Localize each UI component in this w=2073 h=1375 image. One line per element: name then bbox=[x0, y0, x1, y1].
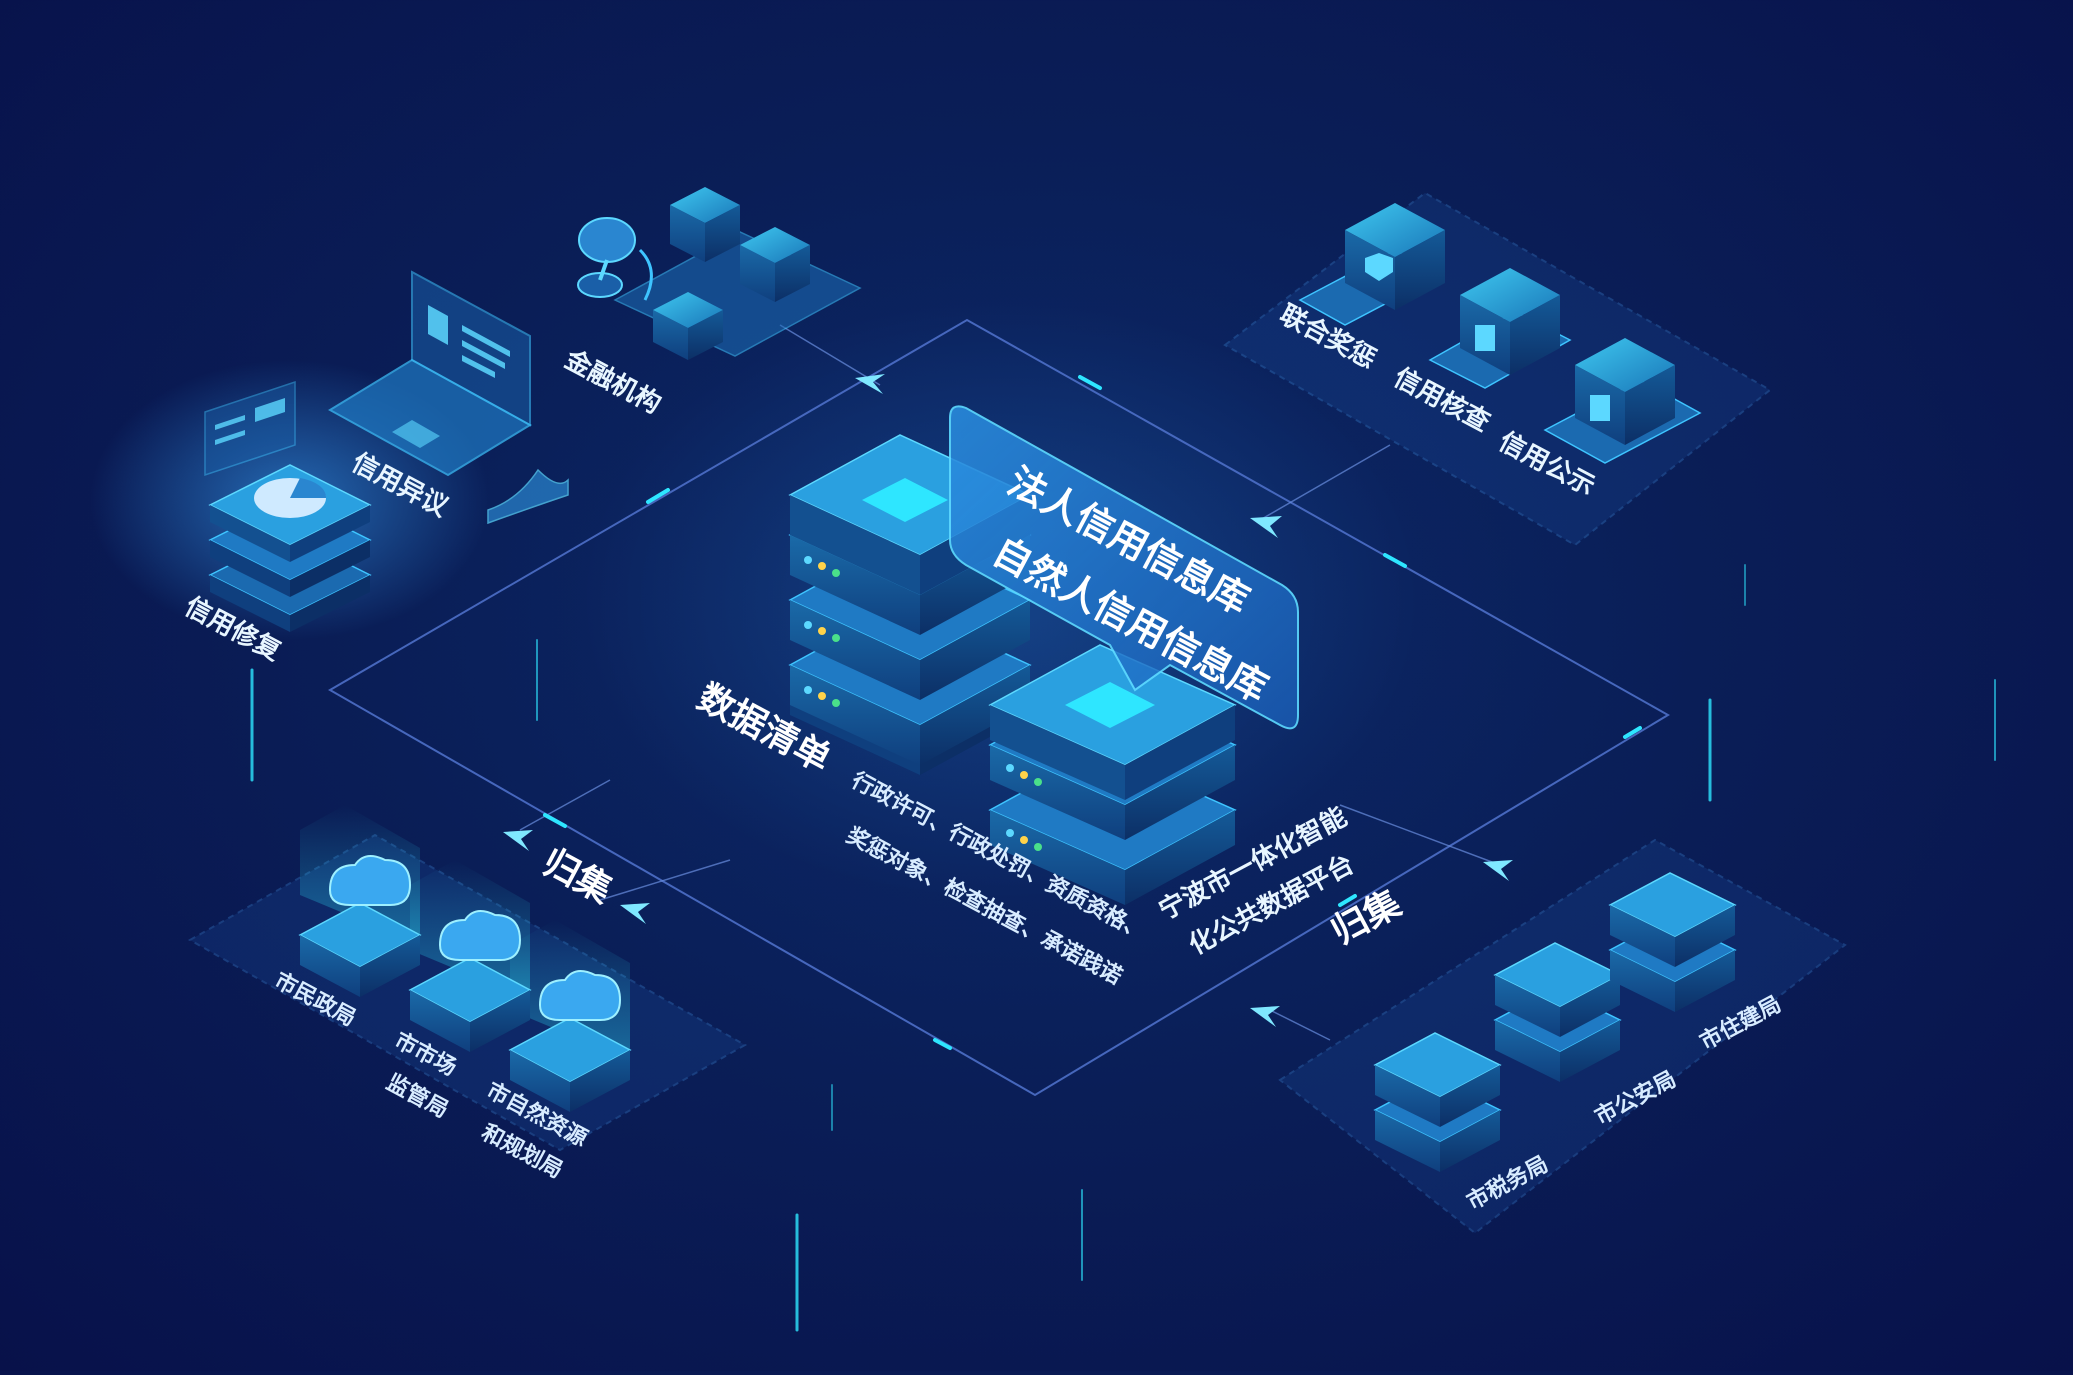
light-streaks bbox=[250, 564, 1996, 1332]
central-diamond-frame bbox=[328, 318, 1670, 1097]
label-collect-right: 归集 bbox=[1325, 883, 1408, 953]
arrow-icon bbox=[1250, 1006, 1280, 1027]
civil-affairs-box bbox=[298, 855, 422, 997]
central-server-stack bbox=[788, 434, 1237, 905]
cube-icon bbox=[740, 227, 810, 302]
departments-left-panel: 市民政局 市市场 监管局 市自然资源 和规划局 bbox=[187, 805, 748, 1184]
tax-bureau-box bbox=[1373, 1032, 1502, 1172]
financial-institution-group: 金融机构 bbox=[559, 187, 862, 420]
arrow-icon bbox=[1483, 860, 1513, 881]
shield-icon bbox=[1365, 253, 1393, 281]
housing-bureau-box bbox=[1608, 872, 1737, 1012]
pie-chart-icon bbox=[254, 478, 327, 518]
scale-cloud-icon bbox=[438, 910, 522, 961]
connection-lines bbox=[519, 324, 1501, 1041]
arrow-icon bbox=[855, 374, 885, 394]
chart-line-icon bbox=[487, 468, 569, 525]
compass-cloud-icon bbox=[538, 970, 622, 1021]
label-collect-left: 归集 bbox=[536, 842, 619, 912]
flow-arrows bbox=[503, 374, 1513, 1027]
laptop-keyboard bbox=[328, 358, 532, 477]
credit-verify-cube bbox=[1428, 268, 1572, 389]
document-icon bbox=[1590, 395, 1610, 421]
natural-resources-box bbox=[508, 970, 632, 1112]
joint-reward-cube bbox=[1298, 203, 1445, 326]
market-regulation-box bbox=[408, 910, 532, 1052]
glow-dashes bbox=[543, 375, 1642, 1050]
credit-services-panel: 联合奖惩 信用核查 信用公示 bbox=[1223, 191, 1772, 547]
cube-icon bbox=[670, 187, 740, 262]
server-top bbox=[988, 644, 1237, 800]
label-financial: 金融机构 bbox=[559, 343, 666, 420]
arrow-icon bbox=[503, 830, 533, 851]
camera-icon bbox=[577, 217, 653, 301]
cloud-icon bbox=[328, 855, 412, 906]
cube-icon bbox=[653, 292, 723, 360]
credit-publicity-cube bbox=[1543, 338, 1702, 464]
document-search-icon bbox=[1475, 325, 1495, 351]
arrow-icon bbox=[1250, 516, 1282, 538]
arrow-icon bbox=[620, 903, 650, 924]
